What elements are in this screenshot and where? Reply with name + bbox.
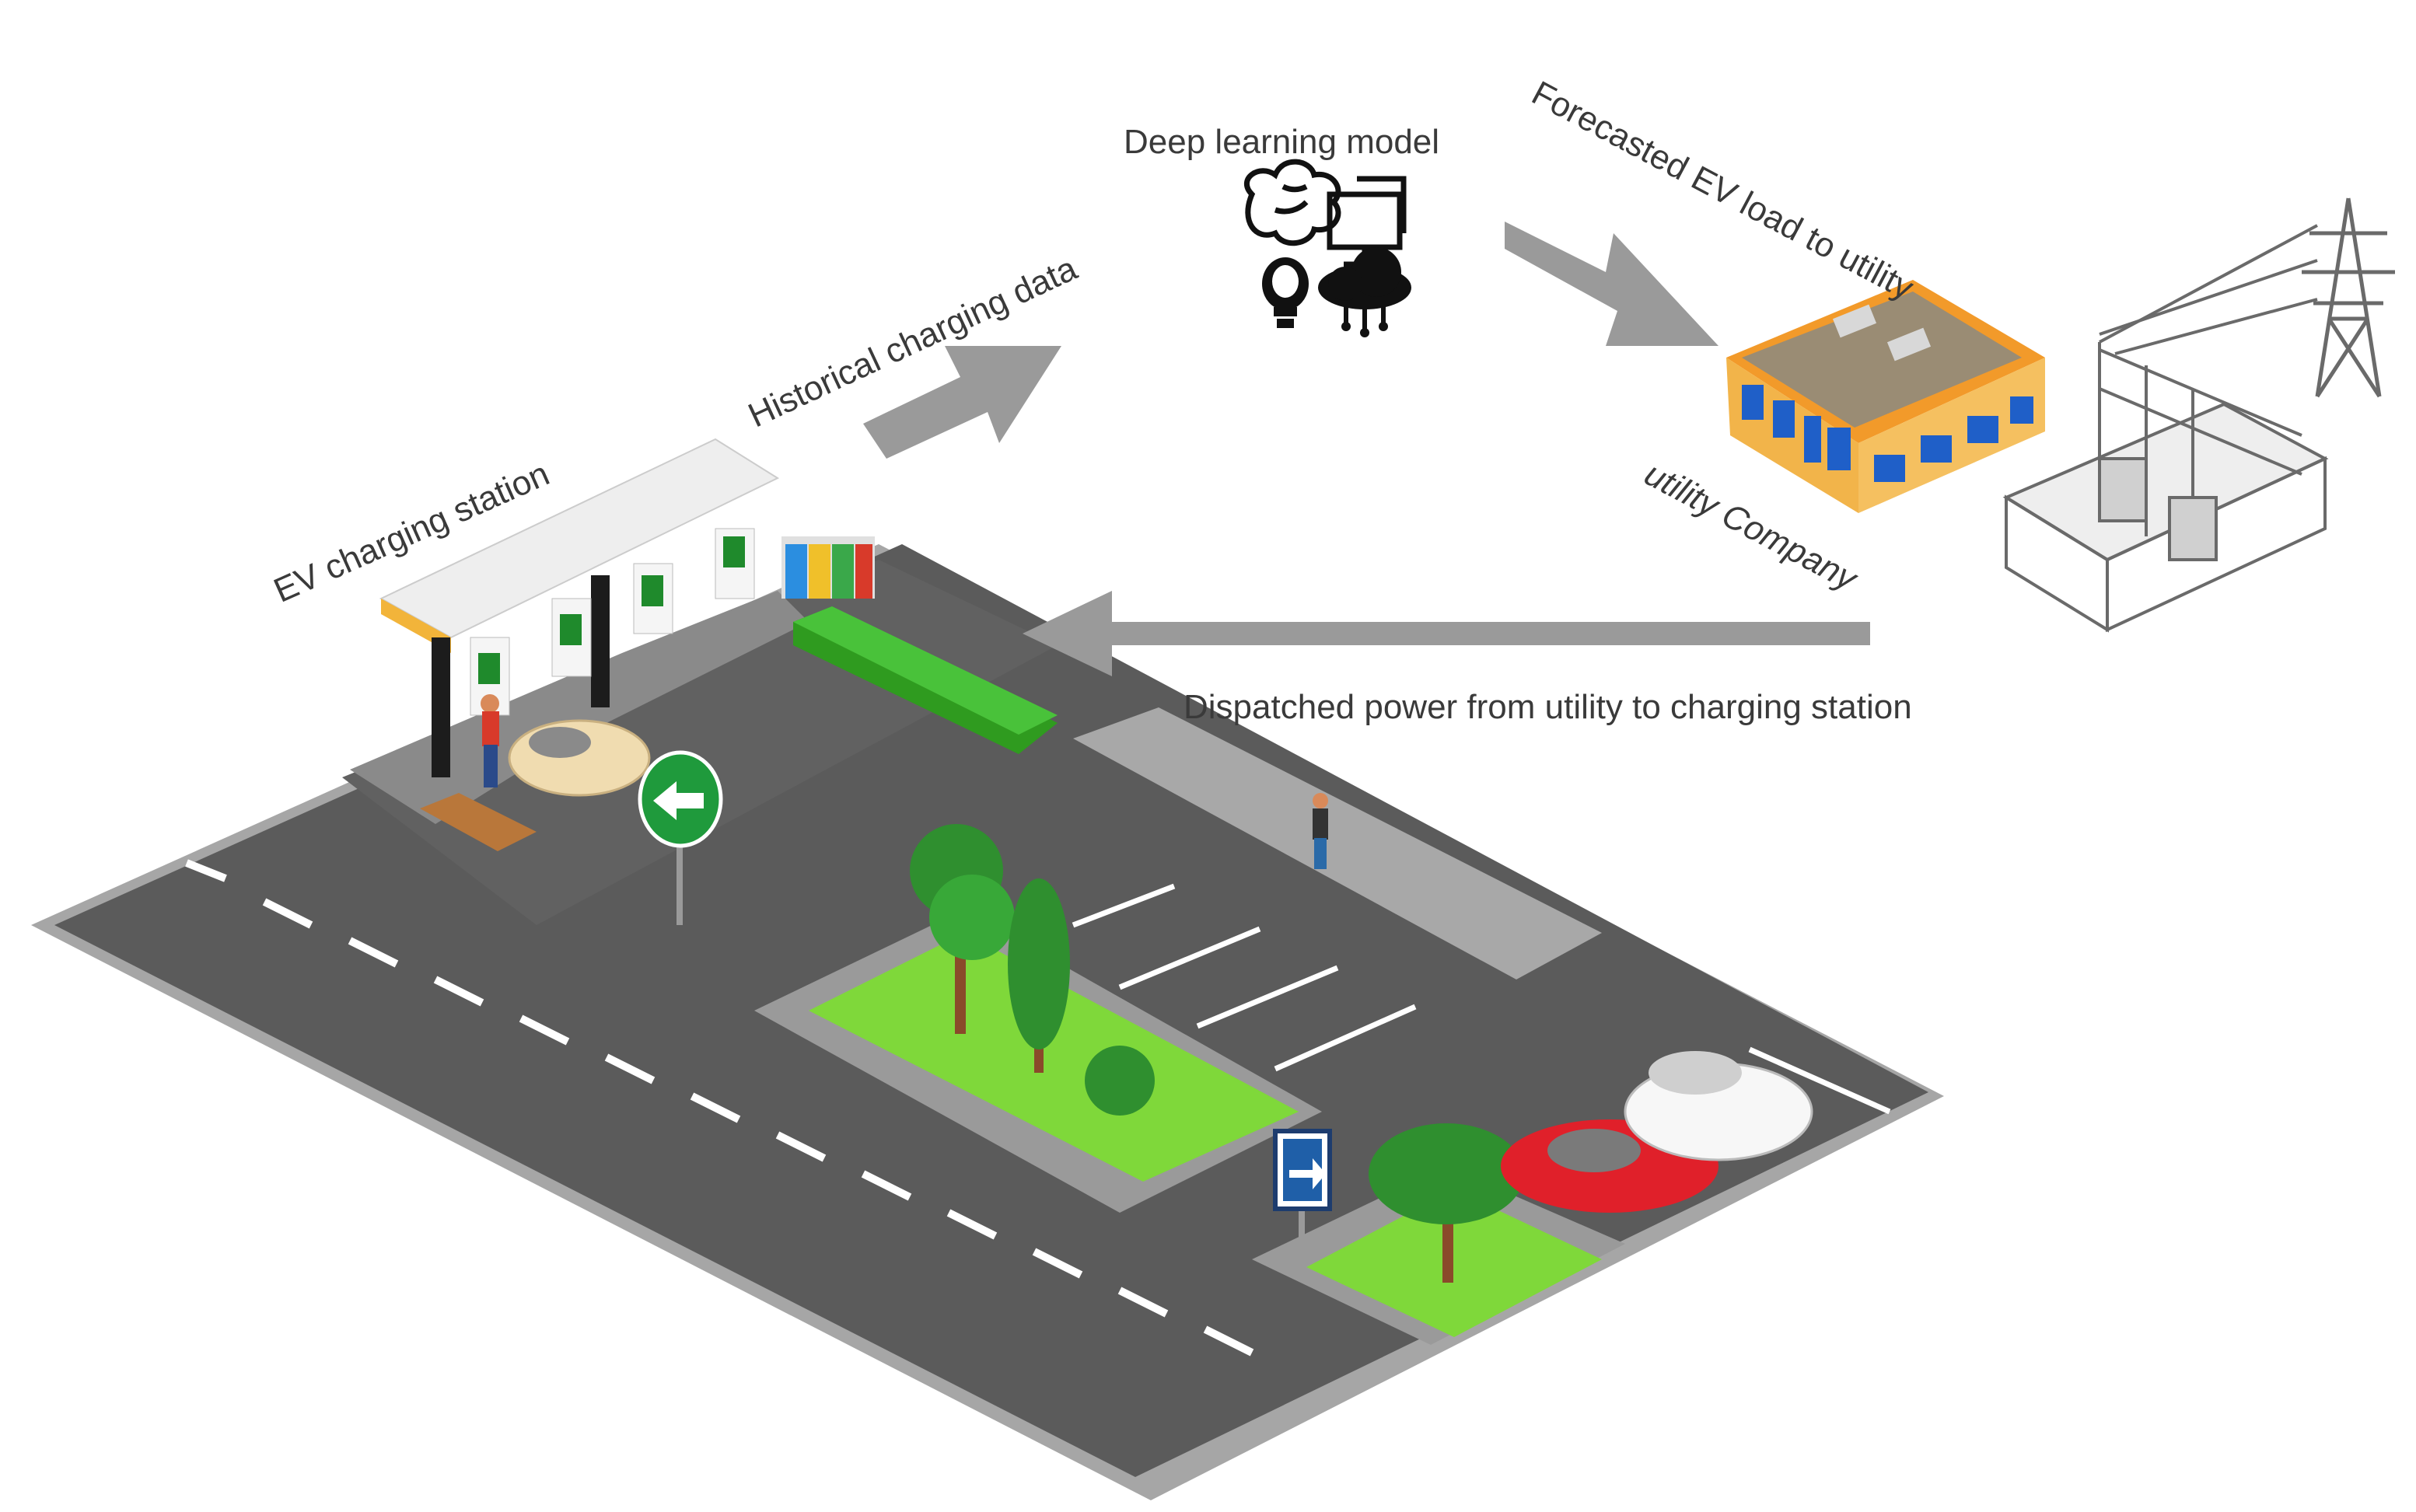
lightbulb-icon xyxy=(1262,257,1309,328)
lane-dashes xyxy=(185,859,1254,1357)
person-head xyxy=(481,694,499,713)
station-platform xyxy=(350,591,809,824)
bush xyxy=(1085,1046,1155,1116)
grass-small xyxy=(1306,1189,1602,1337)
charging-station xyxy=(379,438,875,851)
brain-icon xyxy=(1244,159,1341,246)
label-deep-learning-model: Deep learning model xyxy=(1124,123,1440,161)
grass-median xyxy=(809,933,1299,1182)
hedge-top xyxy=(793,606,1058,735)
tree-3 xyxy=(1369,1123,1524,1283)
label-dispatched-power: Dispatched power from utility to chargin… xyxy=(1184,688,1912,726)
canopy-pillar-2 xyxy=(591,575,610,707)
transmission-tower xyxy=(2302,197,2395,398)
parking-stripes xyxy=(1072,883,1891,1115)
tree-2 xyxy=(1008,878,1070,1073)
walking-person xyxy=(1313,793,1328,869)
bin-red xyxy=(855,544,872,599)
bin-blue xyxy=(785,544,807,599)
cloud-network-icon xyxy=(1318,247,1411,337)
bin-green xyxy=(832,544,854,599)
white-car xyxy=(1624,1051,1813,1161)
charger-4-screen xyxy=(723,536,745,567)
canopy xyxy=(379,438,780,639)
canopy-pillar-1 xyxy=(432,637,450,777)
left-arrow-sign-icon xyxy=(638,750,723,925)
charger-1-screen xyxy=(478,653,500,684)
side-walkway xyxy=(1073,707,1602,979)
charger-2-screen xyxy=(560,614,582,645)
charger-3-screen xyxy=(642,575,663,606)
arrow-historical-to-model xyxy=(863,346,1061,459)
ev-car-window xyxy=(529,727,591,758)
bench xyxy=(420,793,537,851)
substation xyxy=(2002,224,2329,633)
tree-1 xyxy=(910,824,1015,1034)
arrow-utility-to-station xyxy=(1023,591,1870,676)
person-legs xyxy=(484,745,498,787)
person-body xyxy=(482,711,499,746)
bin-yellow xyxy=(809,544,830,599)
arrow-model-to-utility xyxy=(1505,222,1718,346)
right-arrow-sign-icon xyxy=(1273,1129,1332,1252)
utility-building xyxy=(1726,280,2045,513)
